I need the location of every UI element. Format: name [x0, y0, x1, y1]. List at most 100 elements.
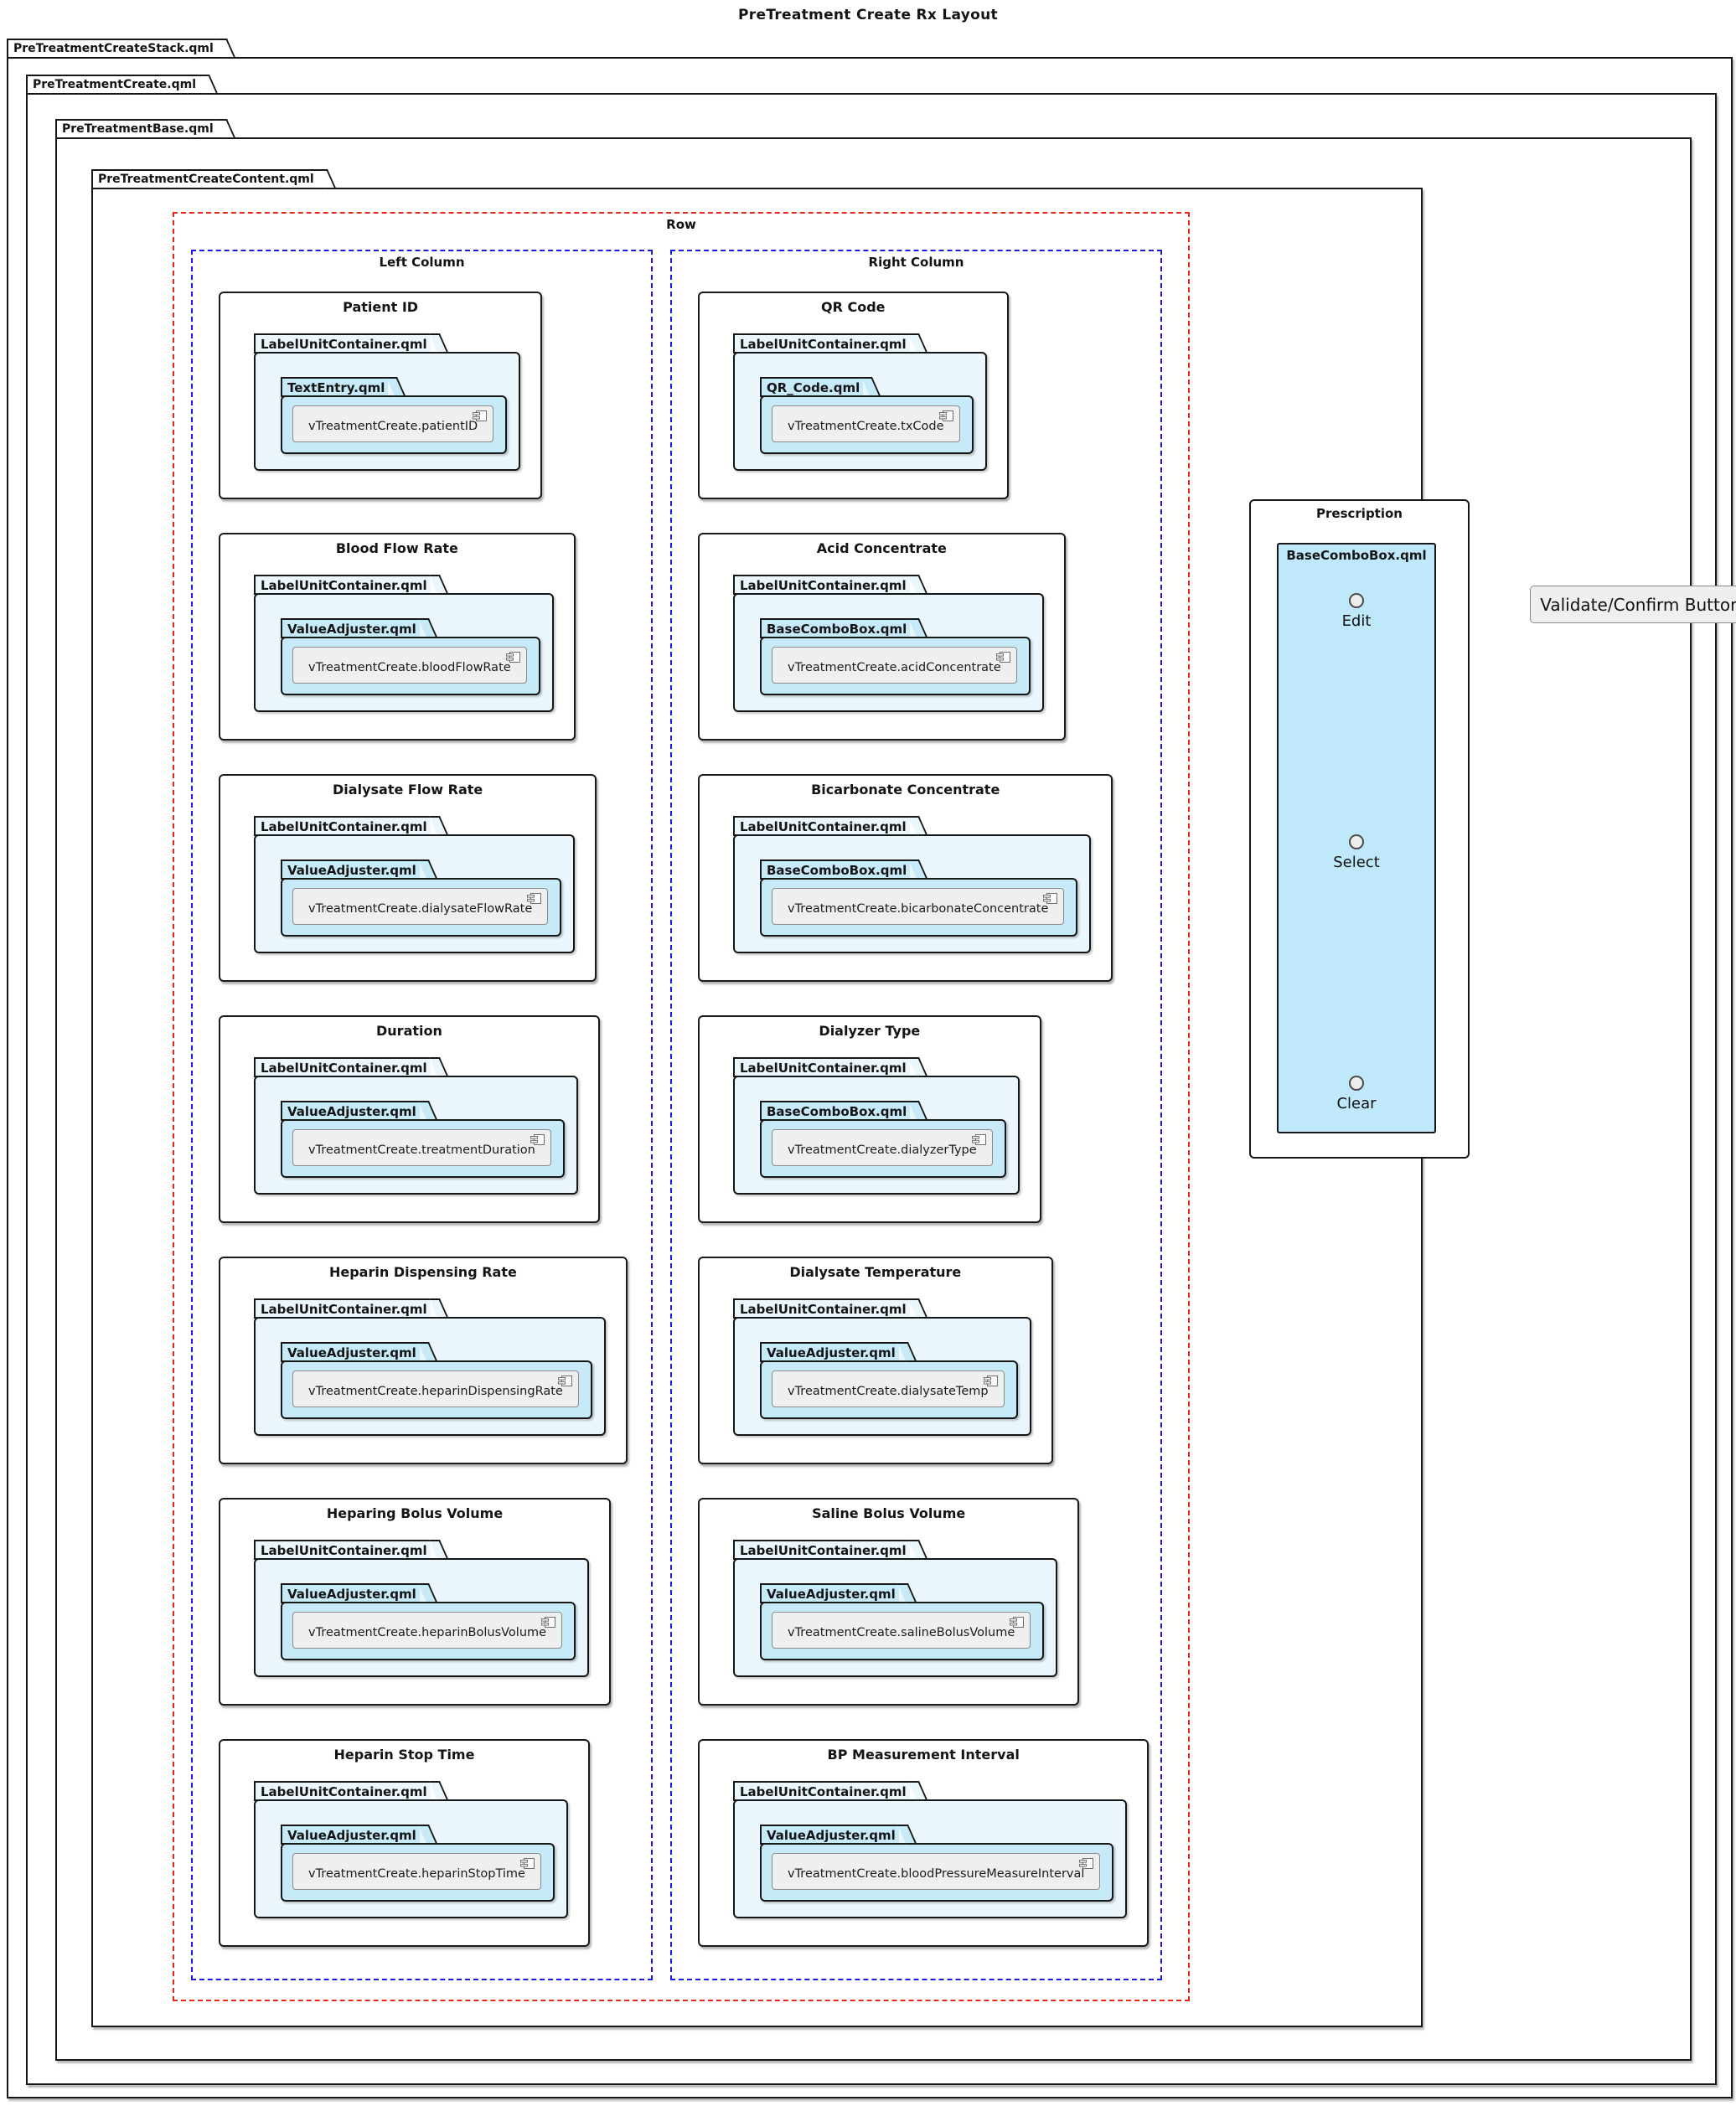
folder-tab-component: ValueAdjuster.qml: [281, 1583, 420, 1603]
binding-label: vTreatmentCreate.acidConcentrate: [788, 661, 1001, 674]
folder-body-container: ValueAdjuster.qml vTreatmentCreate.hepar…: [254, 1558, 590, 1677]
field-box: Dialyzer Type LabelUnitContainer.qml Bas…: [698, 1015, 1041, 1223]
uml-component-icon: [1079, 1858, 1094, 1872]
field-box: Heparin Stop Time LabelUnitContainer.qml…: [219, 1739, 590, 1947]
prescription-title: Prescription: [1316, 506, 1403, 521]
right-column-guide: Right Column QR Code LabelUnitContainer.…: [670, 250, 1162, 1980]
component-folder: ValueAdjuster.qml vTreatmentCreate.dialy…: [281, 859, 562, 937]
folder-body-container: QR_Code.qml vTreatmentCreate.txCode: [733, 352, 987, 471]
component-folder: TextEntry.qml vTreatmentCreate.patientID: [281, 377, 508, 454]
field-box: Heparin Dispensing Rate LabelUnitContain…: [219, 1257, 628, 1464]
label-unit-container-folder: LabelUnitContainer.qml TextEntry.qml: [254, 333, 521, 471]
combo-option-label: Clear: [1336, 1095, 1377, 1112]
field-title: Duration: [376, 1023, 442, 1039]
label-unit-container-folder: LabelUnitContainer.qml ValueAdjuster.qml: [254, 1540, 590, 1677]
field-box: Patient ID LabelUnitContainer.qml TextEn…: [219, 292, 543, 499]
folder-body-container: BaseComboBox.qml vTreatmentCreate.dialyz…: [733, 1076, 1020, 1195]
field-box: BP Measurement Interval LabelUnitContain…: [698, 1739, 1150, 1947]
radio-icon[interactable]: [1349, 834, 1364, 849]
component-folder: ValueAdjuster.qml vTreatmentCreate.hepar…: [281, 1825, 555, 1902]
radio-icon[interactable]: [1349, 593, 1364, 608]
folder-tab-component: ValueAdjuster.qml: [281, 1101, 420, 1121]
binding-component: vTreatmentCreate.treatmentDuration: [292, 1129, 551, 1166]
folder-tab-component: ValueAdjuster.qml: [281, 859, 420, 880]
frame-pretreatment-create-stack: PreTreatmentCreateStack.qml PreTreatment…: [7, 39, 1736, 2098]
row-layout-guide: Row Left Column Patient ID LabelUnitCont…: [173, 212, 1190, 2001]
field-title: Dialyzer Type: [819, 1023, 921, 1039]
label-unit-container-folder: LabelUnitContainer.qml QR_Code.qml: [733, 333, 987, 471]
label-unit-container-folder: LabelUnitContainer.qml ValueAdjuster.qml: [254, 575, 554, 712]
folder-tab-container: LabelUnitContainer.qml: [254, 1057, 431, 1077]
combo-option-clear[interactable]: Clear: [1279, 1076, 1434, 1112]
folder-tab-container: LabelUnitContainer.qml: [733, 333, 910, 354]
validate-confirm-button[interactable]: Validate/Confirm Button: [1530, 586, 1736, 623]
left-column-fields: Patient ID LabelUnitContainer.qml TextEn…: [219, 292, 628, 1947]
field-title: QR Code: [821, 299, 886, 315]
component-folder: BaseComboBox.qml vTreatmentCreate.acidCo…: [760, 618, 1031, 695]
combo-component-label: BaseComboBox.qml: [1286, 548, 1427, 563]
uml-component-icon: [519, 1858, 535, 1872]
base-combo-box[interactable]: BaseComboBox.qml Edit Select: [1277, 543, 1436, 1133]
folder-tab-container: LabelUnitContainer.qml: [733, 1781, 910, 1801]
folder-tab-component: QR_Code.qml: [760, 377, 864, 397]
binding-label: vTreatmentCreate.heparinBolusVolume: [308, 1626, 547, 1639]
folder-body-component: vTreatmentCreate.dialyzerType: [760, 1119, 1006, 1178]
field-title: BP Measurement Interval: [827, 1747, 1020, 1763]
label-unit-container-folder: LabelUnitContainer.qml ValueAdjuster.qml: [733, 1540, 1058, 1677]
folder-body-container: ValueAdjuster.qml vTreatmentCreate.blood…: [733, 1799, 1128, 1918]
folder-body-component: vTreatmentCreate.heparinBolusVolume: [281, 1602, 576, 1660]
folder-tab-container: LabelUnitContainer.qml: [254, 1298, 431, 1319]
radio-icon[interactable]: [1349, 1076, 1364, 1091]
folder-body-component: vTreatmentCreate.bicarbonateConcentrate: [760, 878, 1078, 937]
left-column-label: Left Column: [379, 255, 465, 270]
folder-body-component: vTreatmentCreate.bloodFlowRate: [281, 637, 540, 695]
folder-tab-component: ValueAdjuster.qml: [760, 1342, 899, 1362]
folder-tab-component: BaseComboBox.qml: [760, 1101, 911, 1121]
binding-label: vTreatmentCreate.salineBolusVolume: [788, 1626, 1015, 1639]
frame-tab-stack: PreTreatmentCreateStack.qml: [7, 39, 217, 59]
uml-component-icon: [983, 1376, 998, 1390]
folder-tab-component: TextEntry.qml: [281, 377, 389, 397]
folder-body-component: vTreatmentCreate.dialysateFlowRate: [281, 878, 562, 937]
uml-component-icon: [1043, 893, 1058, 907]
folder-body-component: vTreatmentCreate.dialysateTemp: [760, 1360, 1018, 1419]
folder-body-container: ValueAdjuster.qml vTreatmentCreate.hepar…: [254, 1799, 568, 1918]
folder-body-component: vTreatmentCreate.treatmentDuration: [281, 1119, 565, 1178]
uml-component-icon: [530, 1134, 545, 1148]
field-title: Bicarbonate Concentrate: [811, 782, 1000, 797]
frame-tab-base: PreTreatmentBase.qml: [55, 119, 217, 139]
field-title: Blood Flow Rate: [335, 540, 458, 556]
field-box: Acid Concentrate LabelUnitContainer.qml …: [698, 533, 1066, 741]
component-folder: ValueAdjuster.qml vTreatmentCreate.hepar…: [281, 1583, 576, 1660]
label-unit-container-folder: LabelUnitContainer.qml ValueAdjuster.qml: [733, 1298, 1031, 1436]
folder-tab-container: LabelUnitContainer.qml: [254, 333, 431, 354]
folder-body-component: vTreatmentCreate.bloodPressureMeasureInt…: [760, 1843, 1114, 1902]
binding-label: vTreatmentCreate.heparinStopTime: [308, 1867, 525, 1881]
binding-component: vTreatmentCreate.salineBolusVolume: [772, 1612, 1031, 1649]
field-title: Heparin Stop Time: [333, 1747, 475, 1763]
combo-option-edit[interactable]: Edit: [1279, 593, 1434, 630]
folder-tab-component: ValueAdjuster.qml: [281, 618, 420, 638]
binding-component: vTreatmentCreate.dialysateTemp: [772, 1370, 1005, 1407]
folder-body-container: ValueAdjuster.qml vTreatmentCreate.treat…: [254, 1076, 578, 1195]
binding-component: vTreatmentCreate.bloodFlowRate: [292, 647, 527, 684]
field-box: Dialysate Temperature LabelUnitContainer…: [698, 1257, 1053, 1464]
combo-option-select[interactable]: Select: [1279, 834, 1434, 871]
field-title: Heparin Dispensing Rate: [328, 1264, 517, 1280]
component-folder: ValueAdjuster.qml vTreatmentCreate.salin…: [760, 1583, 1045, 1660]
label-unit-container-folder: LabelUnitContainer.qml ValueAdjuster.qml: [254, 1781, 568, 1918]
binding-label: vTreatmentCreate.heparinDispensingRate: [308, 1385, 563, 1398]
folder-body-container: ValueAdjuster.qml vTreatmentCreate.dialy…: [254, 834, 576, 953]
folder-tab-container: LabelUnitContainer.qml: [733, 816, 910, 836]
field-box: Dialysate Flow Rate LabelUnitContainer.q…: [219, 774, 597, 982]
folder-body-component: vTreatmentCreate.salineBolusVolume: [760, 1602, 1045, 1660]
folder-tab-container: LabelUnitContainer.qml: [733, 575, 910, 595]
field-box: Heparing Bolus Volume LabelUnitContainer…: [219, 1498, 612, 1706]
uml-component-icon: [938, 410, 953, 425]
component-folder: ValueAdjuster.qml vTreatmentCreate.dialy…: [760, 1342, 1018, 1419]
folder-tab-component: ValueAdjuster.qml: [760, 1583, 899, 1603]
binding-label: vTreatmentCreate.txCode: [788, 420, 944, 433]
binding-component: vTreatmentCreate.patientID: [292, 405, 494, 442]
binding-component: vTreatmentCreate.heparinStopTime: [292, 1853, 541, 1890]
